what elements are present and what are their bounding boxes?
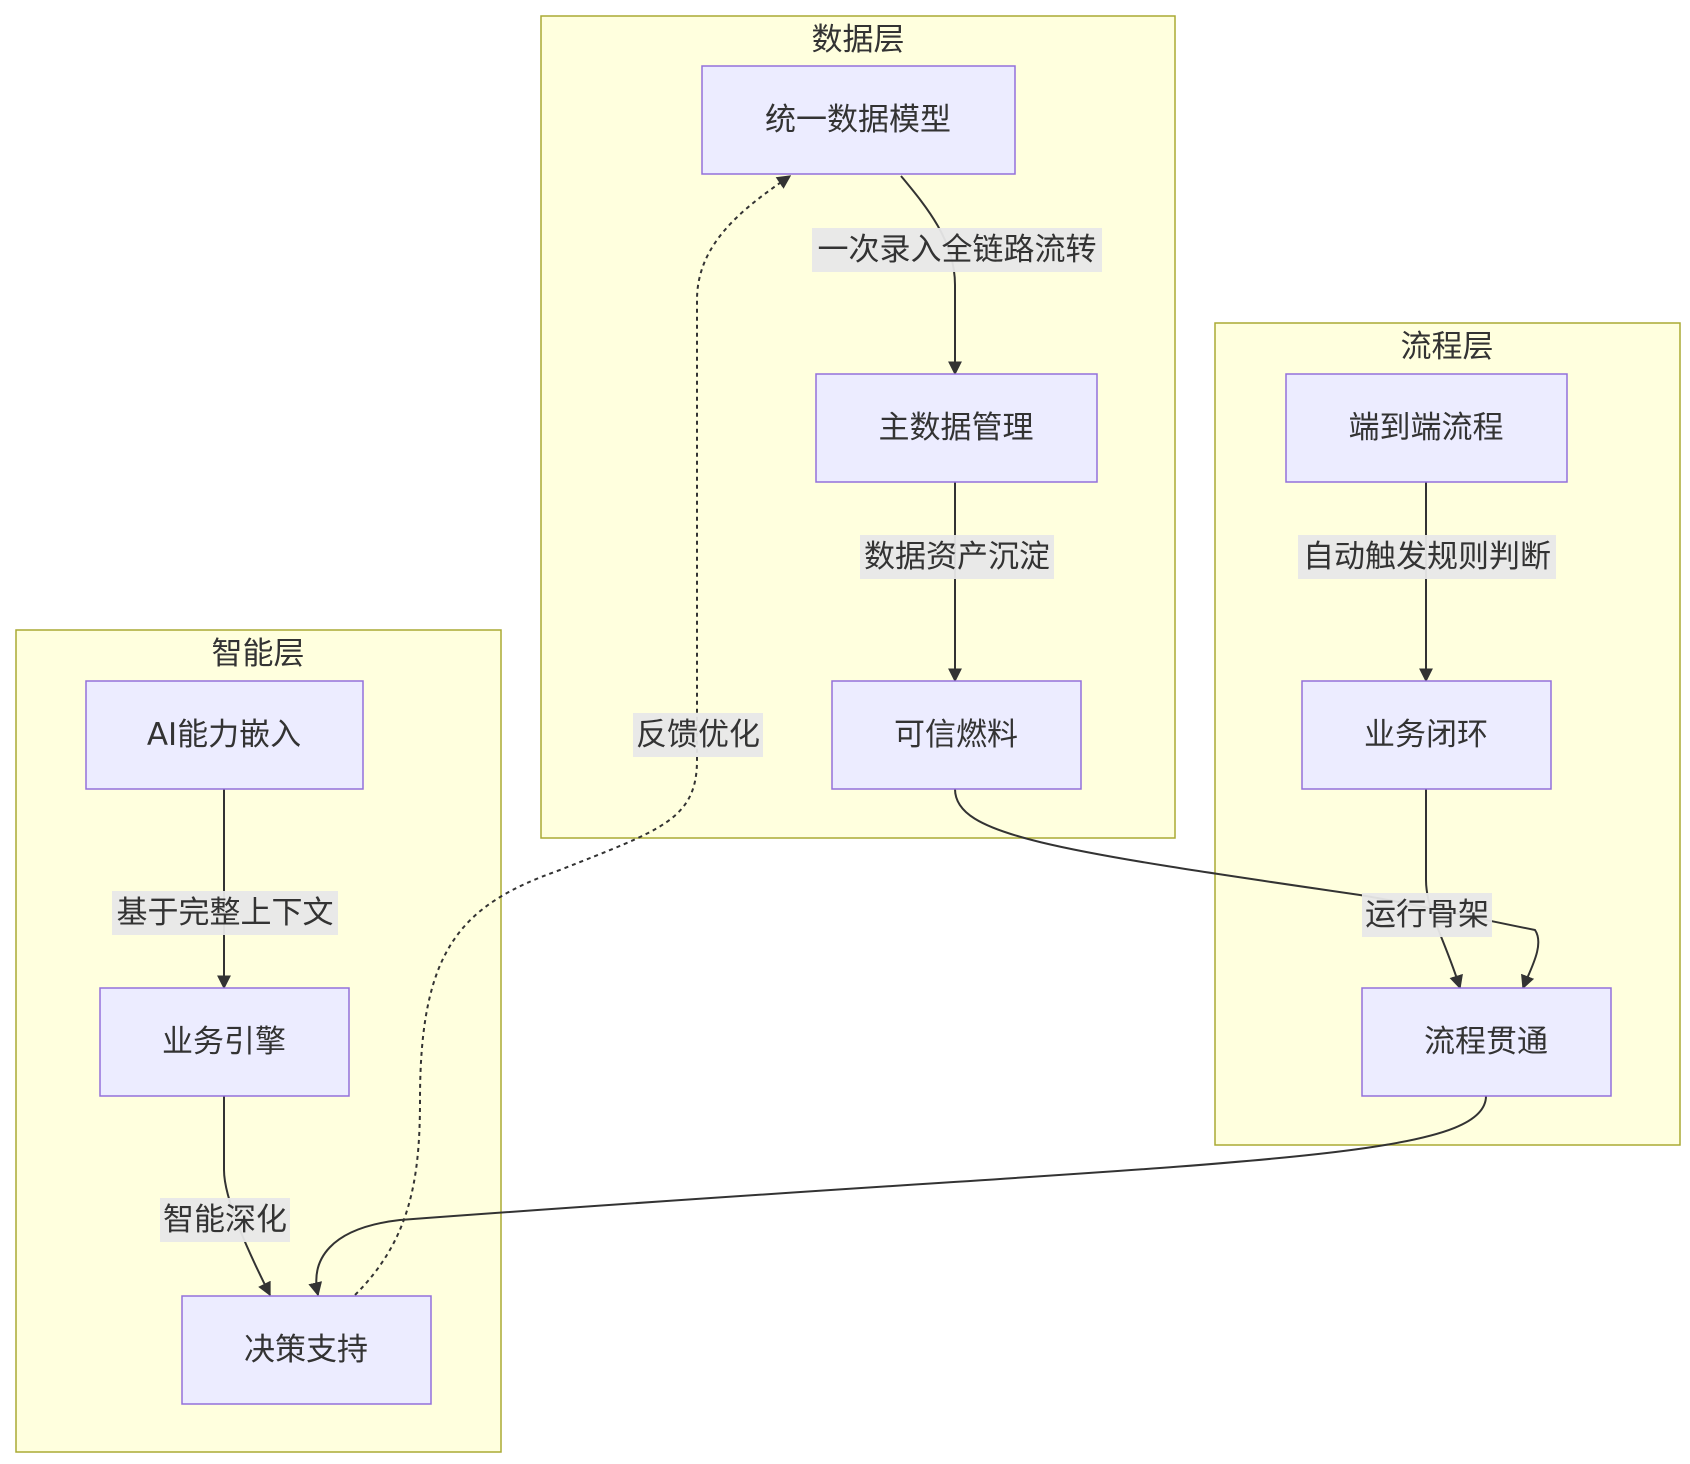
svg-text:业务引擎: 业务引擎 [162, 1024, 286, 1060]
svg-text:主数据管理: 主数据管理 [879, 410, 1034, 446]
svg-text:端到端流程: 端到端流程 [1349, 410, 1504, 446]
edge-label-e2e-to-loop: 自动触发规则判断 [1298, 535, 1556, 579]
node-end-to-end-process[interactable]: 端到端流程 [1285, 373, 1568, 483]
node-business-loop[interactable]: 业务闭环 [1301, 680, 1552, 790]
svg-text:统一数据模型: 统一数据模型 [765, 102, 951, 138]
node-ai-embedding[interactable]: AI能力嵌入 [85, 680, 364, 790]
svg-text:运行骨架: 运行骨架 [1365, 897, 1489, 933]
edge-label-master-to-fuel: 数据资产沉淀 [860, 535, 1054, 579]
edge-integration-to-decision [308, 1095, 1487, 1297]
svg-text:智能深化: 智能深化 [163, 1202, 287, 1238]
node-decision-support[interactable]: 决策支持 [181, 1295, 432, 1405]
svg-text:流程贯通: 流程贯通 [1424, 1024, 1548, 1060]
cluster-title-intelligence-layer: 智能层 [212, 636, 305, 672]
edge-label-to-integration: 运行骨架 [1362, 893, 1492, 937]
edge-label-model-to-master: 一次录入全链路流转 [812, 228, 1102, 272]
cluster-title-process-layer: 流程层 [1401, 329, 1494, 365]
svg-text:AI能力嵌入: AI能力嵌入 [147, 717, 301, 753]
svg-text:自动触发规则判断: 自动触发规则判断 [1303, 539, 1551, 575]
edge-label-engine-to-decision: 智能深化 [160, 1198, 290, 1242]
svg-text:业务闭环: 业务闭环 [1364, 717, 1488, 753]
svg-text:一次录入全链路流转: 一次录入全链路流转 [818, 232, 1097, 268]
svg-text:数据资产沉淀: 数据资产沉淀 [864, 539, 1050, 575]
node-trusted-fuel[interactable]: 可信燃料 [831, 680, 1082, 790]
svg-text:反馈优化: 反馈优化 [636, 717, 760, 753]
node-unified-data-model[interactable]: 统一数据模型 [701, 65, 1016, 175]
node-process-integration[interactable]: 流程贯通 [1361, 987, 1612, 1097]
svg-text:可信燃料: 可信燃料 [894, 717, 1018, 753]
edge-label-feedback: 反馈优化 [633, 713, 763, 757]
svg-text:基于完整上下文: 基于完整上下文 [117, 895, 334, 931]
svg-text:决策支持: 决策支持 [244, 1332, 368, 1368]
edge-feedback-dotted [354, 175, 792, 1296]
node-business-engine[interactable]: 业务引擎 [99, 987, 350, 1097]
cluster-title-data-layer: 数据层 [812, 22, 905, 58]
node-master-data-management[interactable]: 主数据管理 [815, 373, 1098, 483]
edge-label-ai-to-engine: 基于完整上下文 [112, 891, 338, 935]
